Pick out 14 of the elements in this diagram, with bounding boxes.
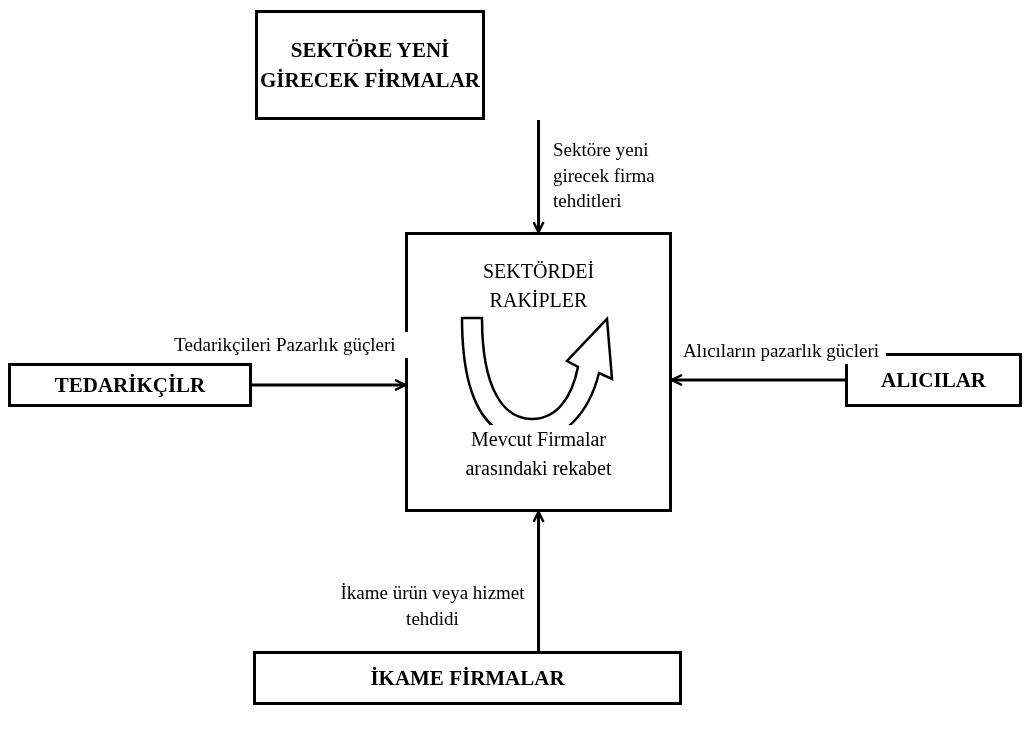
box-text: Mevcut Firmalar arasındaki rekabet bbox=[464, 427, 613, 481]
box-title: SEKTÖRE YENİ GİRECEK FİRMALAR bbox=[259, 36, 481, 94]
box-title: ALICILAR bbox=[881, 366, 986, 394]
process-box bbox=[255, 10, 485, 120]
arrow bbox=[532, 510, 545, 651]
box-title: SEKTÖRDEİ RAKİPLER bbox=[481, 259, 596, 313]
arrow bbox=[532, 120, 545, 234]
central-box bbox=[405, 232, 672, 512]
box-title: İKAME FİRMALAR bbox=[370, 664, 565, 692]
arrow bbox=[670, 373, 845, 387]
box-title: TEDARİKÇİLR bbox=[54, 371, 206, 399]
process-box bbox=[253, 651, 682, 705]
arrow bbox=[252, 378, 407, 392]
process-box bbox=[8, 363, 252, 407]
